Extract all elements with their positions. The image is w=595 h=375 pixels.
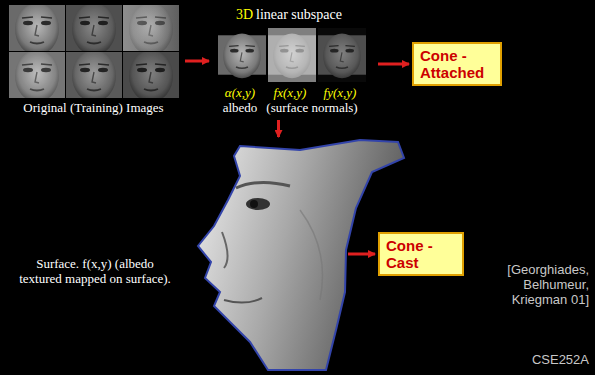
image-caption: α(x,y) [213, 85, 267, 100]
course-code: CSE252A [489, 352, 589, 367]
result-box: Cone - Attached [412, 42, 502, 86]
subspace-group: 3Dlinear subspace α(x,y)fx(x,y)fy(x,y) alb… [212, 5, 375, 117]
image-group: Original (Training) Images [5, 3, 182, 118]
flow-arrow [348, 253, 375, 256]
basis-images [218, 28, 366, 82]
flow-arrow [185, 60, 209, 63]
image-caption: linear subspace [256, 7, 342, 23]
flow-arrow [378, 63, 409, 66]
image-caption: 3D [236, 7, 253, 23]
image-caption: fy(x,y) [313, 85, 367, 100]
image-caption: albedo [213, 100, 267, 115]
citation: [Georghiades, Belhumeur, Kriegman 01] [477, 262, 589, 307]
result-box: Cone - Cast [378, 232, 464, 276]
image-caption: (surface normals) [252, 100, 372, 115]
training-images [9, 3, 179, 102]
flow-arrow [277, 120, 280, 137]
image-caption: fx(x,y) [263, 85, 317, 100]
surface-group: Surface. f(x,y) (albedo textured mapped … [15, 140, 345, 370]
surface-model [198, 140, 404, 370]
box-label: Cone - Attached [420, 47, 494, 81]
box-label: Cone - Cast [386, 237, 456, 271]
image-caption: Original (Training) Images [5, 100, 182, 115]
image-caption: Surface. f(x,y) (albedo textured mapped … [15, 256, 175, 286]
